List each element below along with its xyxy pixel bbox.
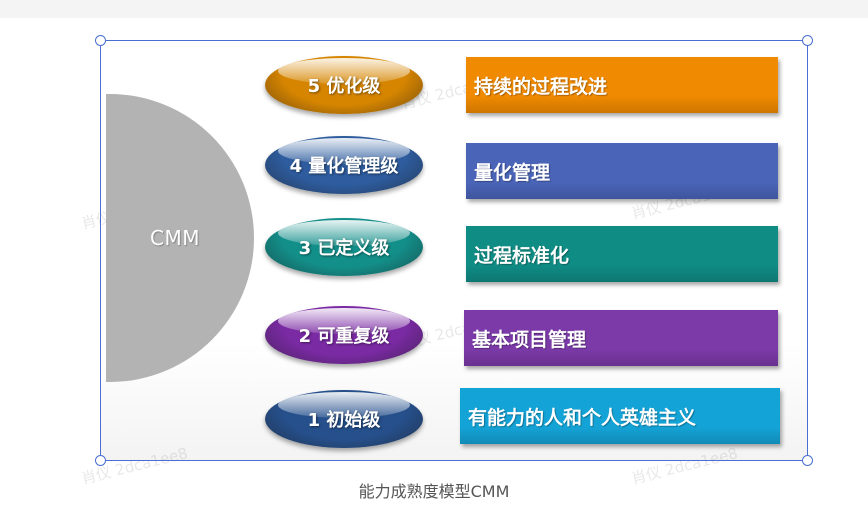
top-strip — [0, 0, 868, 18]
level-4-label: 4 量化管理级 — [289, 156, 399, 177]
level-2-box: 基本项目管理 — [464, 310, 778, 366]
level-4-pill: 4 量化管理级 — [265, 136, 423, 194]
resize-handle-bottom-left[interactable] — [95, 455, 106, 466]
level-3-label: 3 已定义级 — [298, 238, 390, 259]
level-1-box: 有能力的人和个人英雄主义 — [460, 388, 780, 444]
level-3-pill: 3 已定义级 — [265, 218, 423, 276]
level-3-box: 过程标准化 — [466, 226, 778, 282]
level-4-box: 量化管理 — [466, 143, 778, 199]
resize-handle-top-right[interactable] — [802, 35, 813, 46]
level-2-pill: 2 可重复级 — [265, 306, 423, 364]
level-5-description: 持续的过程改进 — [474, 75, 608, 98]
cmm-label: CMM — [150, 226, 200, 250]
level-5-pill: 5 优化级 — [265, 56, 423, 114]
level-2-description: 基本项目管理 — [472, 328, 587, 351]
resize-handle-top-left[interactable] — [95, 35, 106, 46]
level-2-label: 2 可重复级 — [298, 326, 390, 347]
resize-handle-bottom-right[interactable] — [802, 455, 813, 466]
level-3-description: 过程标准化 — [474, 244, 570, 267]
level-1-pill: 1 初始级 — [265, 390, 423, 448]
level-5-label: 5 优化级 — [307, 76, 381, 97]
level-5-box: 持续的过程改进 — [466, 57, 778, 113]
level-4-description: 量化管理 — [474, 161, 551, 184]
image-caption: 能力成熟度模型CMM — [358, 482, 510, 501]
level-1-label: 1 初始级 — [307, 410, 381, 431]
level-1-description: 有能力的人和个人英雄主义 — [468, 406, 697, 429]
